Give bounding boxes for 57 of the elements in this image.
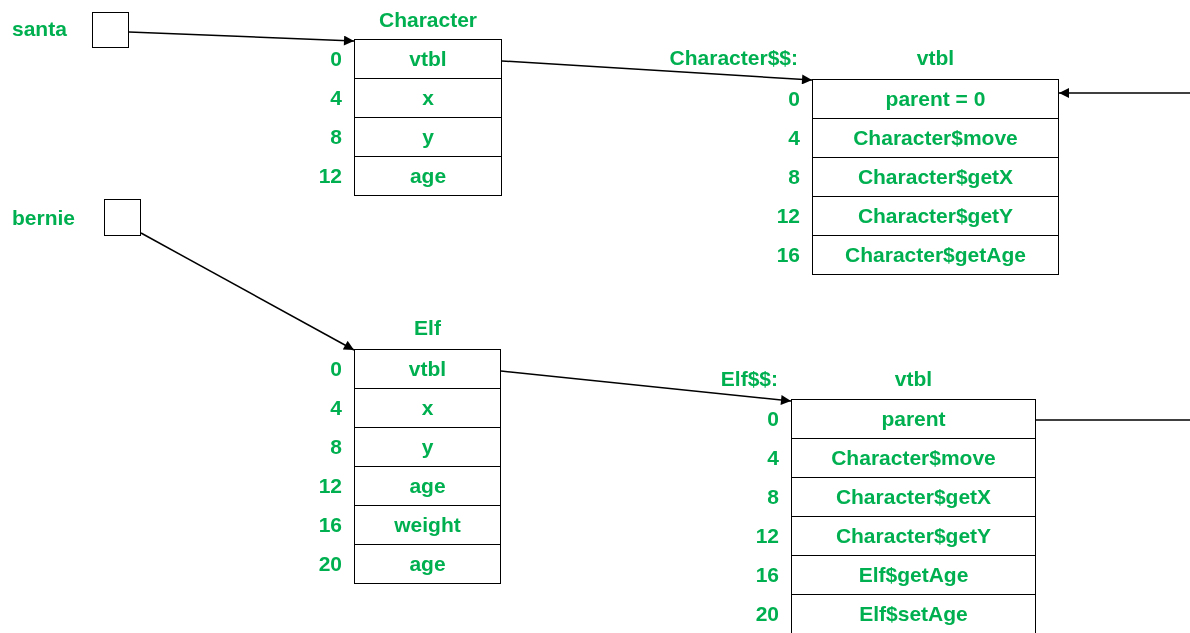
table-cell: Elf$setAge xyxy=(791,594,1036,633)
offset-label: 12 xyxy=(754,523,779,549)
table-cell: vtbl xyxy=(354,349,501,389)
table-cell: parent xyxy=(791,399,1036,439)
table-cell: Character$getX xyxy=(791,477,1036,517)
offset-label: 16 xyxy=(317,512,342,538)
offset-label: 4 xyxy=(329,85,342,111)
pointer-box xyxy=(104,199,141,236)
table-cell: Character$getAge xyxy=(812,235,1059,275)
vtable-name: Character$$: xyxy=(668,45,798,71)
table-cell: Character$move xyxy=(791,438,1036,478)
offset-label: 20 xyxy=(317,551,342,577)
table-cell: age xyxy=(354,544,501,584)
offset-label: 0 xyxy=(787,86,800,112)
offset-label: 8 xyxy=(787,164,800,190)
table-cell: vtbl xyxy=(354,39,502,79)
table-cell: Character$getX xyxy=(812,157,1059,197)
table-cell: weight xyxy=(354,505,501,545)
vtable-name: Elf$$: xyxy=(719,366,778,392)
table-cell: y xyxy=(354,427,501,467)
offset-label: 16 xyxy=(754,562,779,588)
table-heading: vtbl xyxy=(915,45,956,71)
table-cell: Elf$getAge xyxy=(791,555,1036,595)
offset-label: 0 xyxy=(329,356,342,382)
table-cell: x xyxy=(354,78,502,118)
table-cell: age xyxy=(354,156,502,196)
table-cell: age xyxy=(354,466,501,506)
table-cell: y xyxy=(354,117,502,157)
table-cell: parent = 0 xyxy=(812,79,1059,119)
pointer-arrow xyxy=(128,31,355,46)
offset-label: 8 xyxy=(329,434,342,460)
pointer-arrow xyxy=(140,232,355,351)
table-cell: Character$getY xyxy=(791,516,1036,556)
offset-label: 4 xyxy=(766,445,779,471)
pointer-arrow xyxy=(1058,88,1190,98)
pointer-box xyxy=(92,12,129,48)
offset-label: 8 xyxy=(329,124,342,150)
variable-name: santa xyxy=(11,16,68,42)
offset-label: 12 xyxy=(317,473,342,499)
offset-label: 20 xyxy=(754,601,779,627)
offset-label: 12 xyxy=(775,203,800,229)
table-heading: vtbl xyxy=(893,366,934,392)
offset-label: 16 xyxy=(775,242,800,268)
offset-label: 0 xyxy=(766,406,779,432)
variable-name: bernie xyxy=(11,205,77,231)
table-cell: Character$move xyxy=(812,118,1059,158)
table-heading: Character xyxy=(377,7,479,33)
offset-label: 12 xyxy=(317,163,342,189)
offset-label: 0 xyxy=(329,46,342,72)
table-heading: Elf xyxy=(413,315,442,341)
table-cell: x xyxy=(354,388,501,428)
offset-label: 8 xyxy=(766,484,779,510)
offset-label: 4 xyxy=(329,395,342,421)
pointer-arrow xyxy=(501,60,813,85)
pointer-arrow xyxy=(500,370,792,405)
offset-label: 4 xyxy=(787,125,800,151)
table-cell: Character$getY xyxy=(812,196,1059,236)
